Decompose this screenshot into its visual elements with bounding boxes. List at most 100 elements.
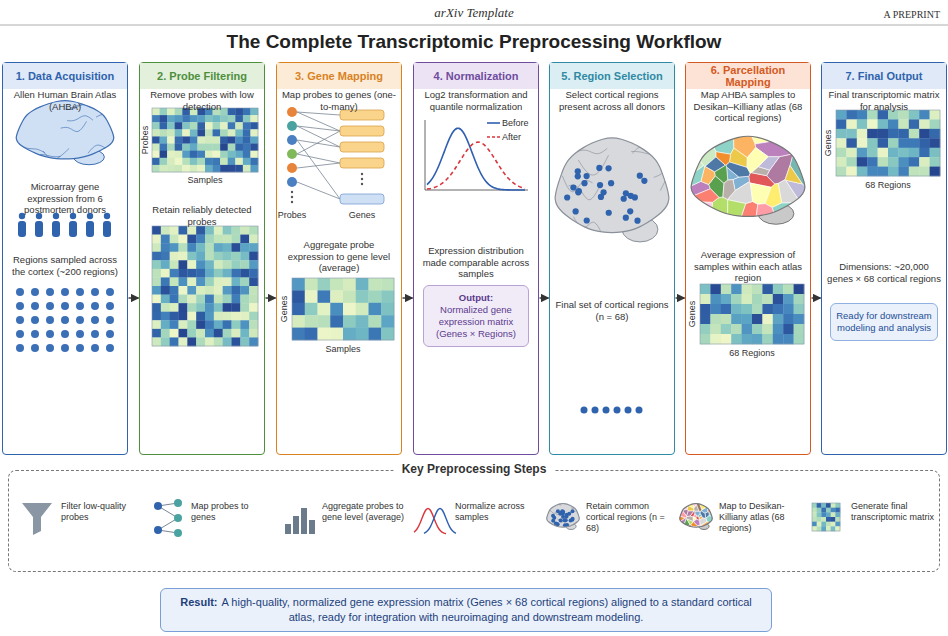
- heatmap-cell: [223, 277, 232, 286]
- heatmap-cell: [214, 269, 223, 278]
- heatmap-cell: [773, 314, 784, 324]
- heatmap-cell: [250, 144, 258, 151]
- sample-dot: [600, 189, 606, 195]
- probe-node: [287, 149, 297, 159]
- brain-detail: [562, 147, 695, 243]
- legend-text: After: [502, 132, 521, 142]
- heatmap-cell: [197, 122, 205, 129]
- heatmap-cell: [292, 315, 305, 328]
- heatmap-cell: [343, 315, 356, 328]
- panel-text: Expression distribution made comparable …: [418, 245, 534, 280]
- legend-swatch: [487, 134, 500, 140]
- heatmap-cell: [214, 337, 223, 346]
- sample-dot: [561, 510, 565, 514]
- key-step-text: Map to Desikan-Killiany atlas (68 region…: [719, 501, 803, 534]
- heatmap-cell: [160, 144, 168, 151]
- heatmap-cell: [369, 328, 382, 341]
- heatmap-cell: [742, 284, 753, 294]
- heatmap-cell: [826, 526, 831, 531]
- heatmap-cell: [240, 295, 249, 304]
- heatmap-cell: [721, 334, 732, 344]
- atlas-region: [678, 512, 687, 518]
- heatmap: [836, 110, 940, 176]
- header-rule: [0, 25, 948, 26]
- heatmap-cell: [343, 303, 356, 316]
- heatmap-cell: [170, 286, 179, 295]
- heatmap-cell: [161, 303, 170, 312]
- axis-label: Genes: [823, 130, 833, 157]
- curve-icon: [424, 508, 456, 533]
- output-box: Ready for downstream modeling and analys…: [830, 303, 938, 341]
- heatmap-cell: [152, 226, 161, 235]
- heatmap-cell: [152, 136, 160, 143]
- heatmap-cell: [846, 148, 857, 158]
- heatmap-cell: [161, 286, 170, 295]
- heatmap-cell: [223, 303, 232, 312]
- region-dot: [46, 302, 54, 310]
- heatmap-cell: [243, 122, 251, 129]
- heatmap-cell: [821, 517, 826, 522]
- probe-node: [287, 177, 297, 187]
- heatmap-cell: [826, 512, 831, 517]
- heatmap-cell: [190, 129, 198, 136]
- network-icon-node: [174, 514, 182, 522]
- heatmap-cell: [919, 129, 930, 139]
- heatmap-cell: [381, 315, 394, 328]
- output-text: Normalized gene expression matrix (Genes…: [429, 304, 523, 340]
- heatmap-cell: [205, 295, 214, 304]
- panel-text: Final transcriptomic matrix for analysis: [826, 89, 942, 112]
- heatmap-cell: [235, 136, 243, 143]
- heatmap-cell: [812, 503, 817, 508]
- heatmap-cell: [182, 144, 190, 151]
- sample-dot: [569, 518, 573, 522]
- heatmap-cell: [179, 226, 188, 235]
- heatmap-cell: [305, 290, 318, 303]
- heatmap-cell: [213, 158, 221, 165]
- heatmap-cell: [836, 129, 847, 139]
- heatmap-cell: [867, 138, 878, 148]
- heatmap-cell: [187, 226, 196, 235]
- heatmap-cell: [179, 312, 188, 321]
- heatmap-cell: [213, 151, 221, 158]
- heatmap-cell: [175, 151, 183, 158]
- heatmap-cell: [161, 235, 170, 244]
- heatmap-cell: [220, 115, 228, 122]
- gyrus-line: [665, 190, 695, 213]
- heatmap-cell: [152, 122, 160, 129]
- brain-outline: [680, 503, 713, 527]
- heatmap-cell: [232, 329, 241, 338]
- heatmap-cell: [878, 138, 889, 148]
- heatmap-cell: [857, 129, 868, 139]
- region-dot: [46, 330, 54, 338]
- key-step-text: Generate final transcriptomic matrix: [851, 501, 935, 523]
- heatmap-cell: [821, 508, 826, 513]
- heatmap-cell: [919, 138, 930, 148]
- heatmap-cell: [220, 108, 228, 115]
- gene-node: [340, 142, 384, 152]
- heatmap-cell: [846, 119, 857, 129]
- heatmap-cell: [232, 252, 241, 261]
- heatmap-cell: [292, 328, 305, 341]
- heatmap-cell: [232, 286, 241, 295]
- heatmap-cell: [182, 151, 190, 158]
- heatmap-cell: [249, 329, 258, 338]
- atlas-region: [772, 203, 804, 228]
- heatmap-cell: [821, 512, 826, 517]
- heatmap-cell: [197, 151, 205, 158]
- heatmap-cell: [249, 277, 258, 286]
- sample-dot: [575, 173, 581, 179]
- heatmap-cell: [330, 328, 343, 341]
- result-text: A high-quality, normalized gene expressi…: [222, 596, 752, 623]
- heatmap-cell: [249, 243, 258, 252]
- network-icon-node: [154, 526, 162, 534]
- heatmap-cell: [857, 157, 868, 167]
- heatmap-cell: [182, 165, 190, 172]
- heatmap-cell: [197, 165, 205, 172]
- heatmap-cell: [232, 226, 241, 235]
- heatmap-cell: [161, 226, 170, 235]
- heatmap-cell: [817, 512, 822, 517]
- heatmap-cell: [170, 277, 179, 286]
- heatmap-cell: [817, 508, 822, 513]
- flow-arrow: [129, 297, 139, 298]
- brain-outline: [555, 138, 669, 233]
